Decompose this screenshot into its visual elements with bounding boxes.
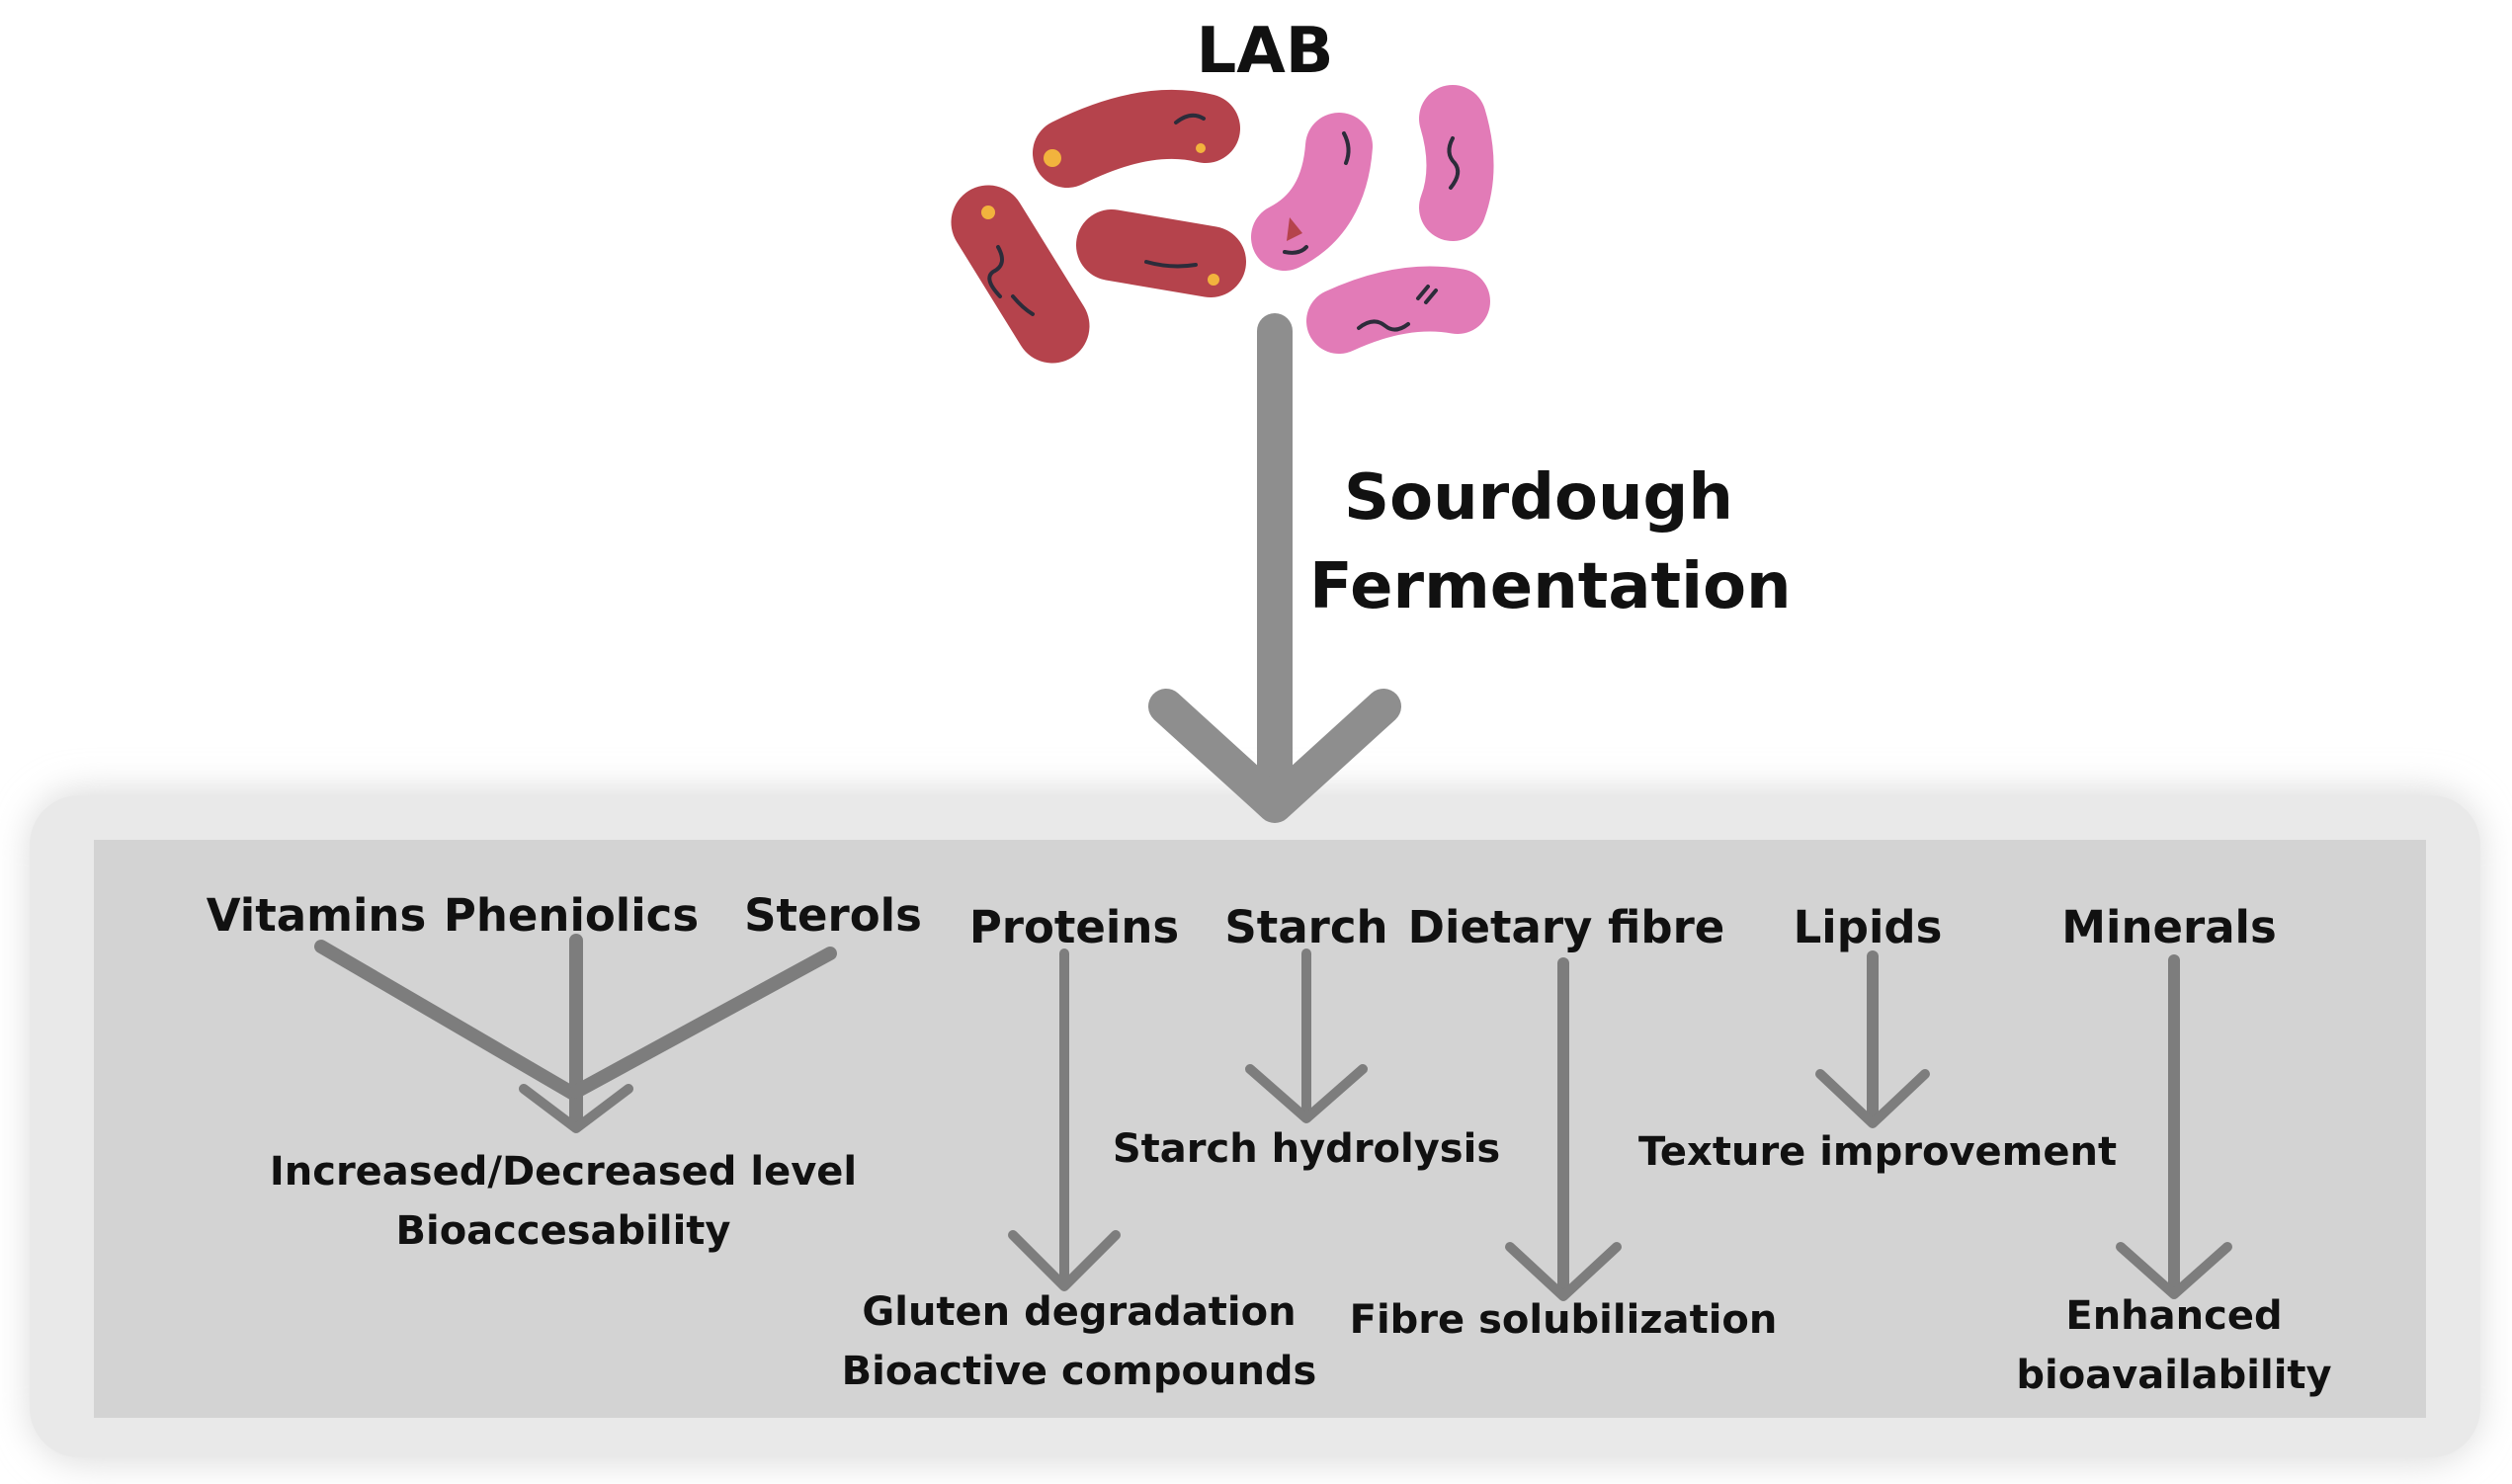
branch-arrows	[314, 934, 2232, 1301]
component-sterols: Sterols	[744, 889, 922, 942]
squiggle	[987, 245, 1004, 298]
effect-line: Starch hydrolysis	[1112, 1126, 1501, 1172]
component-starch: Starch	[1224, 901, 1388, 953]
bacterium-pink-3	[1306, 266, 1490, 354]
arrowhead-minerals	[2116, 1242, 2232, 1299]
spot	[1196, 143, 1206, 153]
component-fibre: Dietary fibre	[1407, 901, 1725, 953]
component-vitamins: Vitamins	[206, 889, 427, 942]
effect-fibre: Fibre solubilization	[1350, 1290, 1778, 1350]
squiggle	[1283, 245, 1308, 255]
effect-micronutrients: Increased/Decreased level Bioaccesabilit…	[270, 1142, 857, 1261]
effect-line: Gluten degradation	[862, 1289, 1297, 1335]
bacterium-pink-2	[1419, 85, 1494, 241]
effect-line: Texture improvement	[1637, 1129, 2118, 1175]
squiggle	[1174, 113, 1206, 124]
arrow-vitamins	[314, 940, 582, 1102]
arrow-sterols	[569, 947, 837, 1099]
squiggle	[1416, 285, 1438, 304]
effect-line: Fibre solubilization	[1349, 1297, 1778, 1343]
spot	[1208, 274, 1219, 286]
arrowhead-proteins	[1008, 1230, 1121, 1291]
arrowhead-fibre	[1505, 1242, 1622, 1301]
effect-minerals: Enhanced bioavailability	[2016, 1286, 2331, 1405]
effect-starch: Starch hydrolysis	[1113, 1119, 1500, 1179]
panel-inner	[94, 840, 2426, 1418]
lab-title: LAB	[1196, 15, 1334, 88]
spot	[1287, 217, 1302, 241]
bacterium-red-2	[951, 185, 1090, 364]
effect-line: Increased/Decreased level	[269, 1149, 858, 1195]
component-lipids: Lipids	[1793, 901, 1943, 953]
squiggle	[1357, 319, 1410, 332]
effect-line: Enhanced	[2065, 1293, 2283, 1339]
spot	[981, 206, 995, 219]
effect-proteins: Gluten degradation Bioactive compounds	[842, 1282, 1317, 1401]
effect-line: bioavailability	[2016, 1353, 2332, 1398]
effect-line: Bioaccesability	[395, 1208, 731, 1254]
squiggle	[1144, 260, 1198, 269]
bacteria-cluster	[951, 85, 1494, 364]
process-label-line2: Fermentation	[1309, 550, 1792, 623]
arrowhead-lipids	[1815, 1069, 1930, 1128]
effect-lipids: Texture improvement	[1638, 1122, 2117, 1182]
squiggle	[1342, 131, 1351, 165]
arrowhead-micronutrients	[519, 1084, 633, 1133]
spot	[1044, 149, 1061, 167]
component-proteins: Proteins	[968, 901, 1180, 953]
arrowhead-starch	[1245, 1064, 1368, 1123]
component-phenolics: Pheniolics	[443, 889, 700, 942]
process-label-line1: Sourdough	[1344, 461, 1733, 535]
main-arrow	[1148, 313, 1401, 823]
component-minerals: Minerals	[2061, 901, 2277, 953]
squiggle	[1447, 136, 1461, 190]
bacterium-red-1	[1033, 89, 1240, 188]
effect-line: Bioactive compounds	[841, 1349, 1317, 1394]
squiggle	[1011, 294, 1035, 316]
bacterium-red-3	[1076, 209, 1246, 297]
